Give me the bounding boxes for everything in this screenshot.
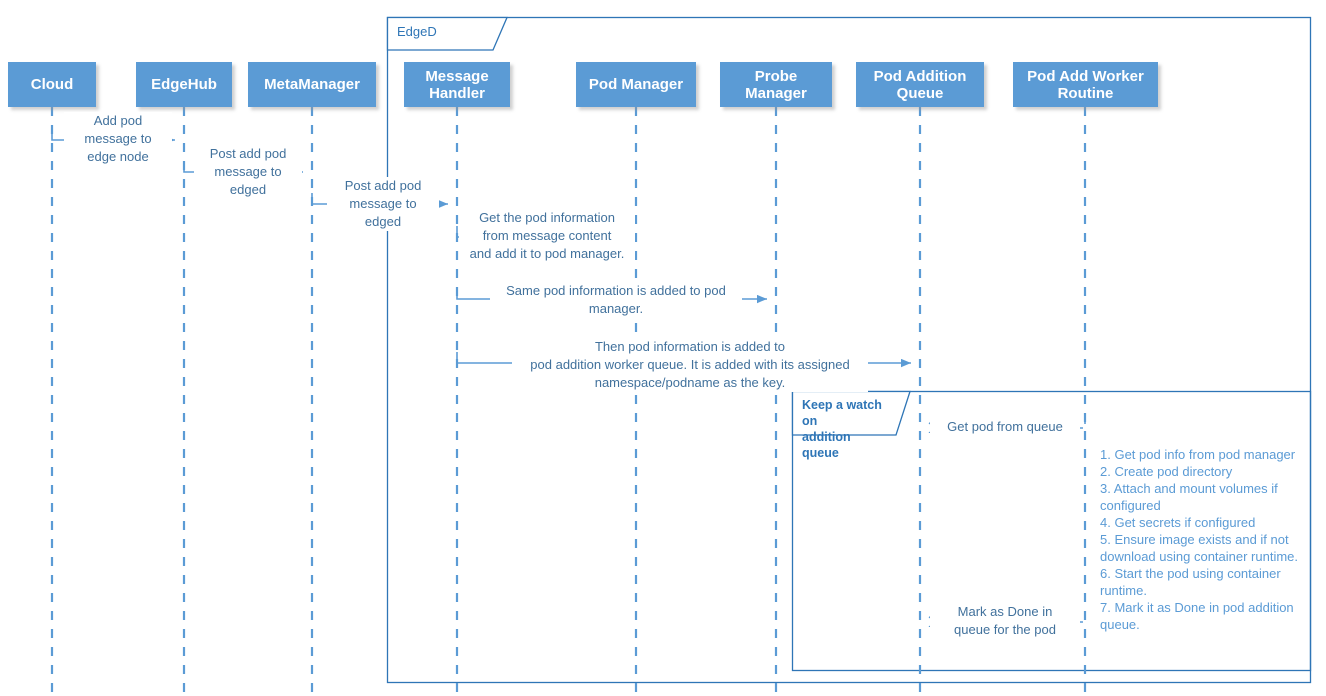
worker-steps-list: 1. Get pod info from pod manager 2. Creat… bbox=[1100, 446, 1304, 633]
actor-label-pod-add-queue: Pod Addition Queue bbox=[873, 67, 967, 102]
frames-layer bbox=[386, 16, 1312, 684]
actor-label-msg-handler: Message Handler bbox=[425, 67, 489, 102]
frame-tab-watchloop bbox=[791, 390, 911, 436]
message-label-m3: Post add pod message to edged bbox=[327, 177, 439, 231]
message-arrow-m8 bbox=[929, 611, 1086, 622]
message-label-m7: Get pod from queue bbox=[930, 418, 1080, 436]
message-label-m4: Get the pod information from message con… bbox=[459, 209, 635, 263]
actor-box-pod-manager[interactable]: Pod Manager bbox=[576, 62, 696, 107]
actor-box-pod-add-queue[interactable]: Pod Addition Queue bbox=[856, 62, 984, 107]
actor-label-metamanager: MetaManager bbox=[264, 76, 360, 93]
actor-label-probe-manager: Probe Manager bbox=[745, 67, 807, 102]
message-label-m5: Same pod information is added to pod man… bbox=[490, 282, 742, 318]
actor-label-worker: Pod Add Worker Routine bbox=[1027, 67, 1144, 102]
actor-box-msg-handler[interactable]: Message Handler bbox=[404, 62, 510, 107]
actor-label-pod-manager: Pod Manager bbox=[588, 76, 684, 93]
worker-step-item: 2. Create pod directory bbox=[1100, 464, 1233, 479]
message-arrow-m7 bbox=[929, 417, 1086, 428]
actor-label-edgehub: EdgeHub bbox=[151, 76, 217, 93]
message-label-m6: Then pod information is added to pod add… bbox=[512, 338, 868, 392]
worker-step-item: 1. Get pod info from pod manager bbox=[1100, 447, 1296, 462]
worker-step-item: 4. Get secrets if configured bbox=[1100, 515, 1256, 530]
actor-box-cloud[interactable]: Cloud bbox=[8, 62, 96, 107]
frame-tab-edged bbox=[386, 16, 508, 51]
actor-box-edgehub[interactable]: EdgeHub bbox=[136, 62, 232, 107]
message-label-m8: Mark as Done in queue for the pod bbox=[930, 603, 1080, 639]
frame-label-watchloop: Keep a watch on addition queue bbox=[802, 398, 882, 460]
worker-step-item: 5. Ensure image exists and if not downlo… bbox=[1100, 532, 1299, 564]
frame-border-edged bbox=[386, 16, 1312, 684]
actor-box-probe-manager[interactable]: Probe Manager bbox=[720, 62, 832, 107]
frame-border-watchloop bbox=[791, 390, 1312, 672]
message-label-m1: Add pod message to edge node bbox=[64, 112, 172, 166]
actor-box-worker[interactable]: Pod Add Worker Routine bbox=[1013, 62, 1158, 107]
worker-step-item: 7. Mark it as Done in pod addition queue… bbox=[1100, 600, 1294, 632]
worker-step-item: 6. Start the pod using container runtime… bbox=[1100, 566, 1281, 598]
actor-label-cloud: Cloud bbox=[30, 76, 74, 93]
actor-box-metamanager[interactable]: MetaManager bbox=[248, 62, 376, 107]
worker-step-item: 3. Attach and mount volumes if configure… bbox=[1100, 481, 1278, 513]
lifelines-layer bbox=[50, 107, 1087, 696]
message-label-m2: Post add pod message to edged bbox=[194, 145, 302, 199]
frame-label-edged: EdgeD bbox=[397, 24, 437, 39]
